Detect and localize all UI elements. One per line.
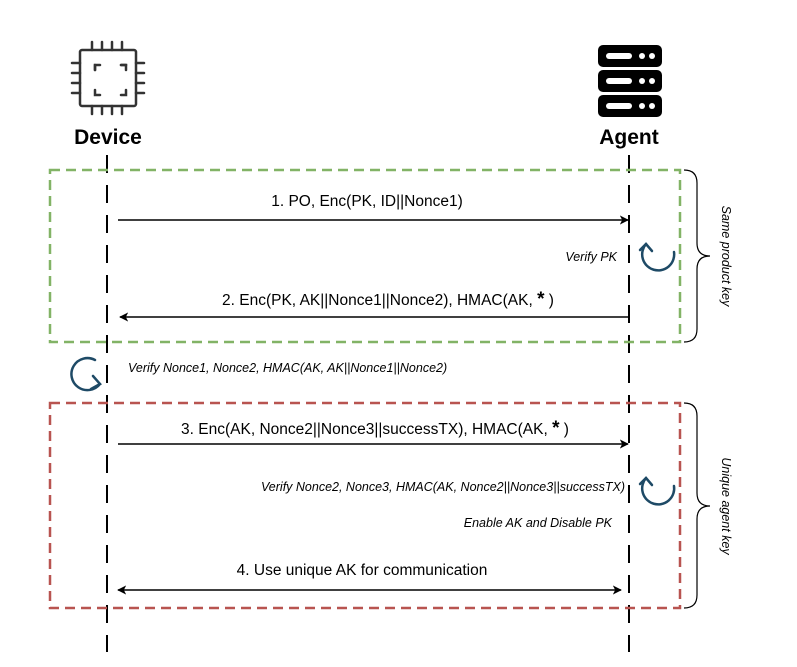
message-3-text: 3. Enc(AK, Nonce2||Nonce3||successTX), H… <box>181 421 552 438</box>
top-brace <box>683 169 711 343</box>
message-3-label: 3. Enc(AK, Nonce2||Nonce3||successTX), H… <box>181 418 569 439</box>
enable-ak-note: Enable AK and Disable PK <box>464 516 613 530</box>
message-2-label: 2. Enc(PK, AK||Nonce1||Nonce2), HMAC(AK,… <box>222 289 554 310</box>
message-2-tail: ) <box>544 292 553 309</box>
device-label: Device <box>74 126 142 149</box>
message-4-label: 4. Use unique AK for communication <box>237 562 488 579</box>
refresh-icon <box>638 476 676 506</box>
message-3-tail: ) <box>559 421 568 438</box>
same-product-key-label: Same product key <box>719 206 733 307</box>
refresh-icon <box>70 356 102 392</box>
unique-agent-key-label: Unique agent key <box>719 457 733 555</box>
verify-pk-note: Verify PK <box>565 250 617 264</box>
message-3-star: * <box>552 418 560 439</box>
bottom-brace <box>683 402 711 609</box>
server-icon <box>598 45 662 117</box>
message-2-star: * <box>537 289 545 310</box>
message-2-text: 2. Enc(PK, AK||Nonce1||Nonce2), HMAC(AK, <box>222 292 537 309</box>
verify-agent-note: Verify Nonce2, Nonce3, HMAC(AK, Nonce2||… <box>261 480 625 494</box>
agent-label: Agent <box>599 126 659 149</box>
refresh-icon <box>638 242 676 272</box>
chip-icon <box>70 40 146 116</box>
message-1-label: 1. PO, Enc(PK, ID||Nonce1) <box>271 193 463 210</box>
verify-device-note: Verify Nonce1, Nonce2, HMAC(AK, AK||Nonc… <box>128 361 447 375</box>
